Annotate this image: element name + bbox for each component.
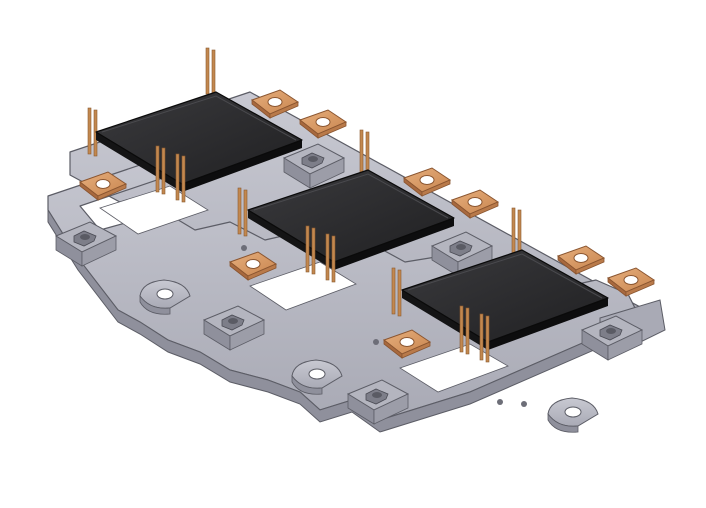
module-1-pins-back xyxy=(205,47,216,97)
mounting-tab-3 xyxy=(547,397,599,433)
